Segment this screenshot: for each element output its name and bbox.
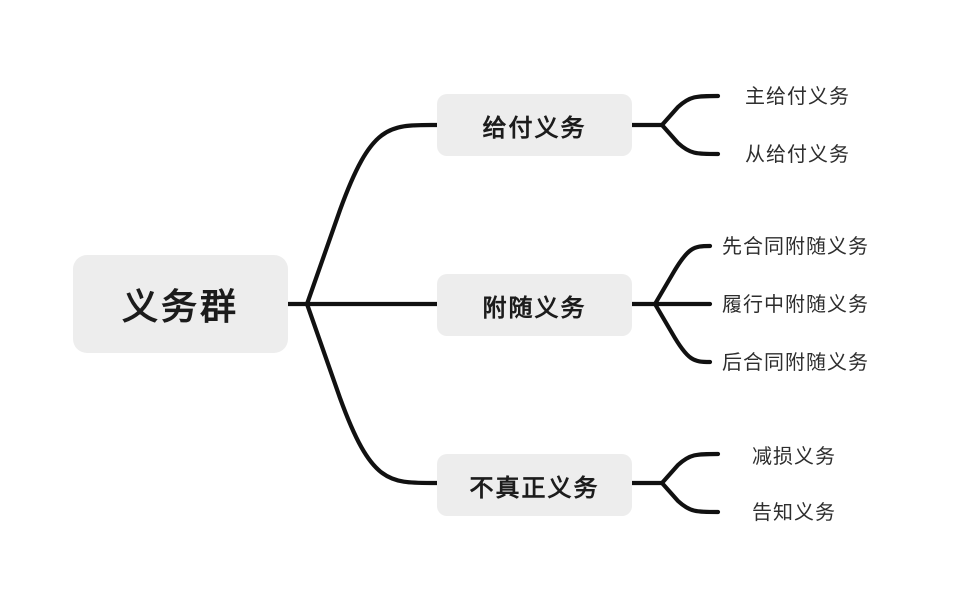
- leaf-label[interactable]: 先合同附随义务: [722, 236, 869, 258]
- leaf-label[interactable]: 从给付义务: [745, 144, 850, 166]
- leaf-label[interactable]: 主给付义务: [745, 86, 850, 108]
- connector-branch-0-leaf-0: [659, 93, 721, 128]
- node-branch-gifu[interactable]: 给付义务: [437, 94, 632, 156]
- connector-branch-1-leaf-0: [652, 243, 713, 307]
- connector-root-to-branch-0: [304, 122, 440, 307]
- node-root[interactable]: 义务群: [73, 255, 288, 353]
- node-branch-label: 不真正义务: [469, 474, 600, 502]
- connector-branch-2-leaf-1: [659, 480, 721, 515]
- connector-branch-0-leaf-1: [659, 122, 721, 157]
- node-branch-label: 给付义务: [482, 114, 587, 142]
- node-branch-fusui[interactable]: 附随义务: [437, 274, 632, 336]
- connector-root-to-branch-2: [304, 301, 440, 486]
- connector-branch-2-leaf-0: [659, 451, 721, 486]
- leaf-label[interactable]: 减损义务: [752, 446, 836, 468]
- connector-branch-1-leaf-2: [652, 301, 713, 365]
- node-branch-label: 附随义务: [482, 294, 587, 322]
- node-root-label: 义务群: [121, 286, 239, 327]
- leaf-label[interactable]: 后合同附随义务: [722, 352, 869, 374]
- leaf-label[interactable]: 告知义务: [752, 502, 836, 524]
- node-branch-buzhenzheng[interactable]: 不真正义务: [437, 454, 632, 516]
- leaf-label[interactable]: 履行中附随义务: [722, 294, 869, 316]
